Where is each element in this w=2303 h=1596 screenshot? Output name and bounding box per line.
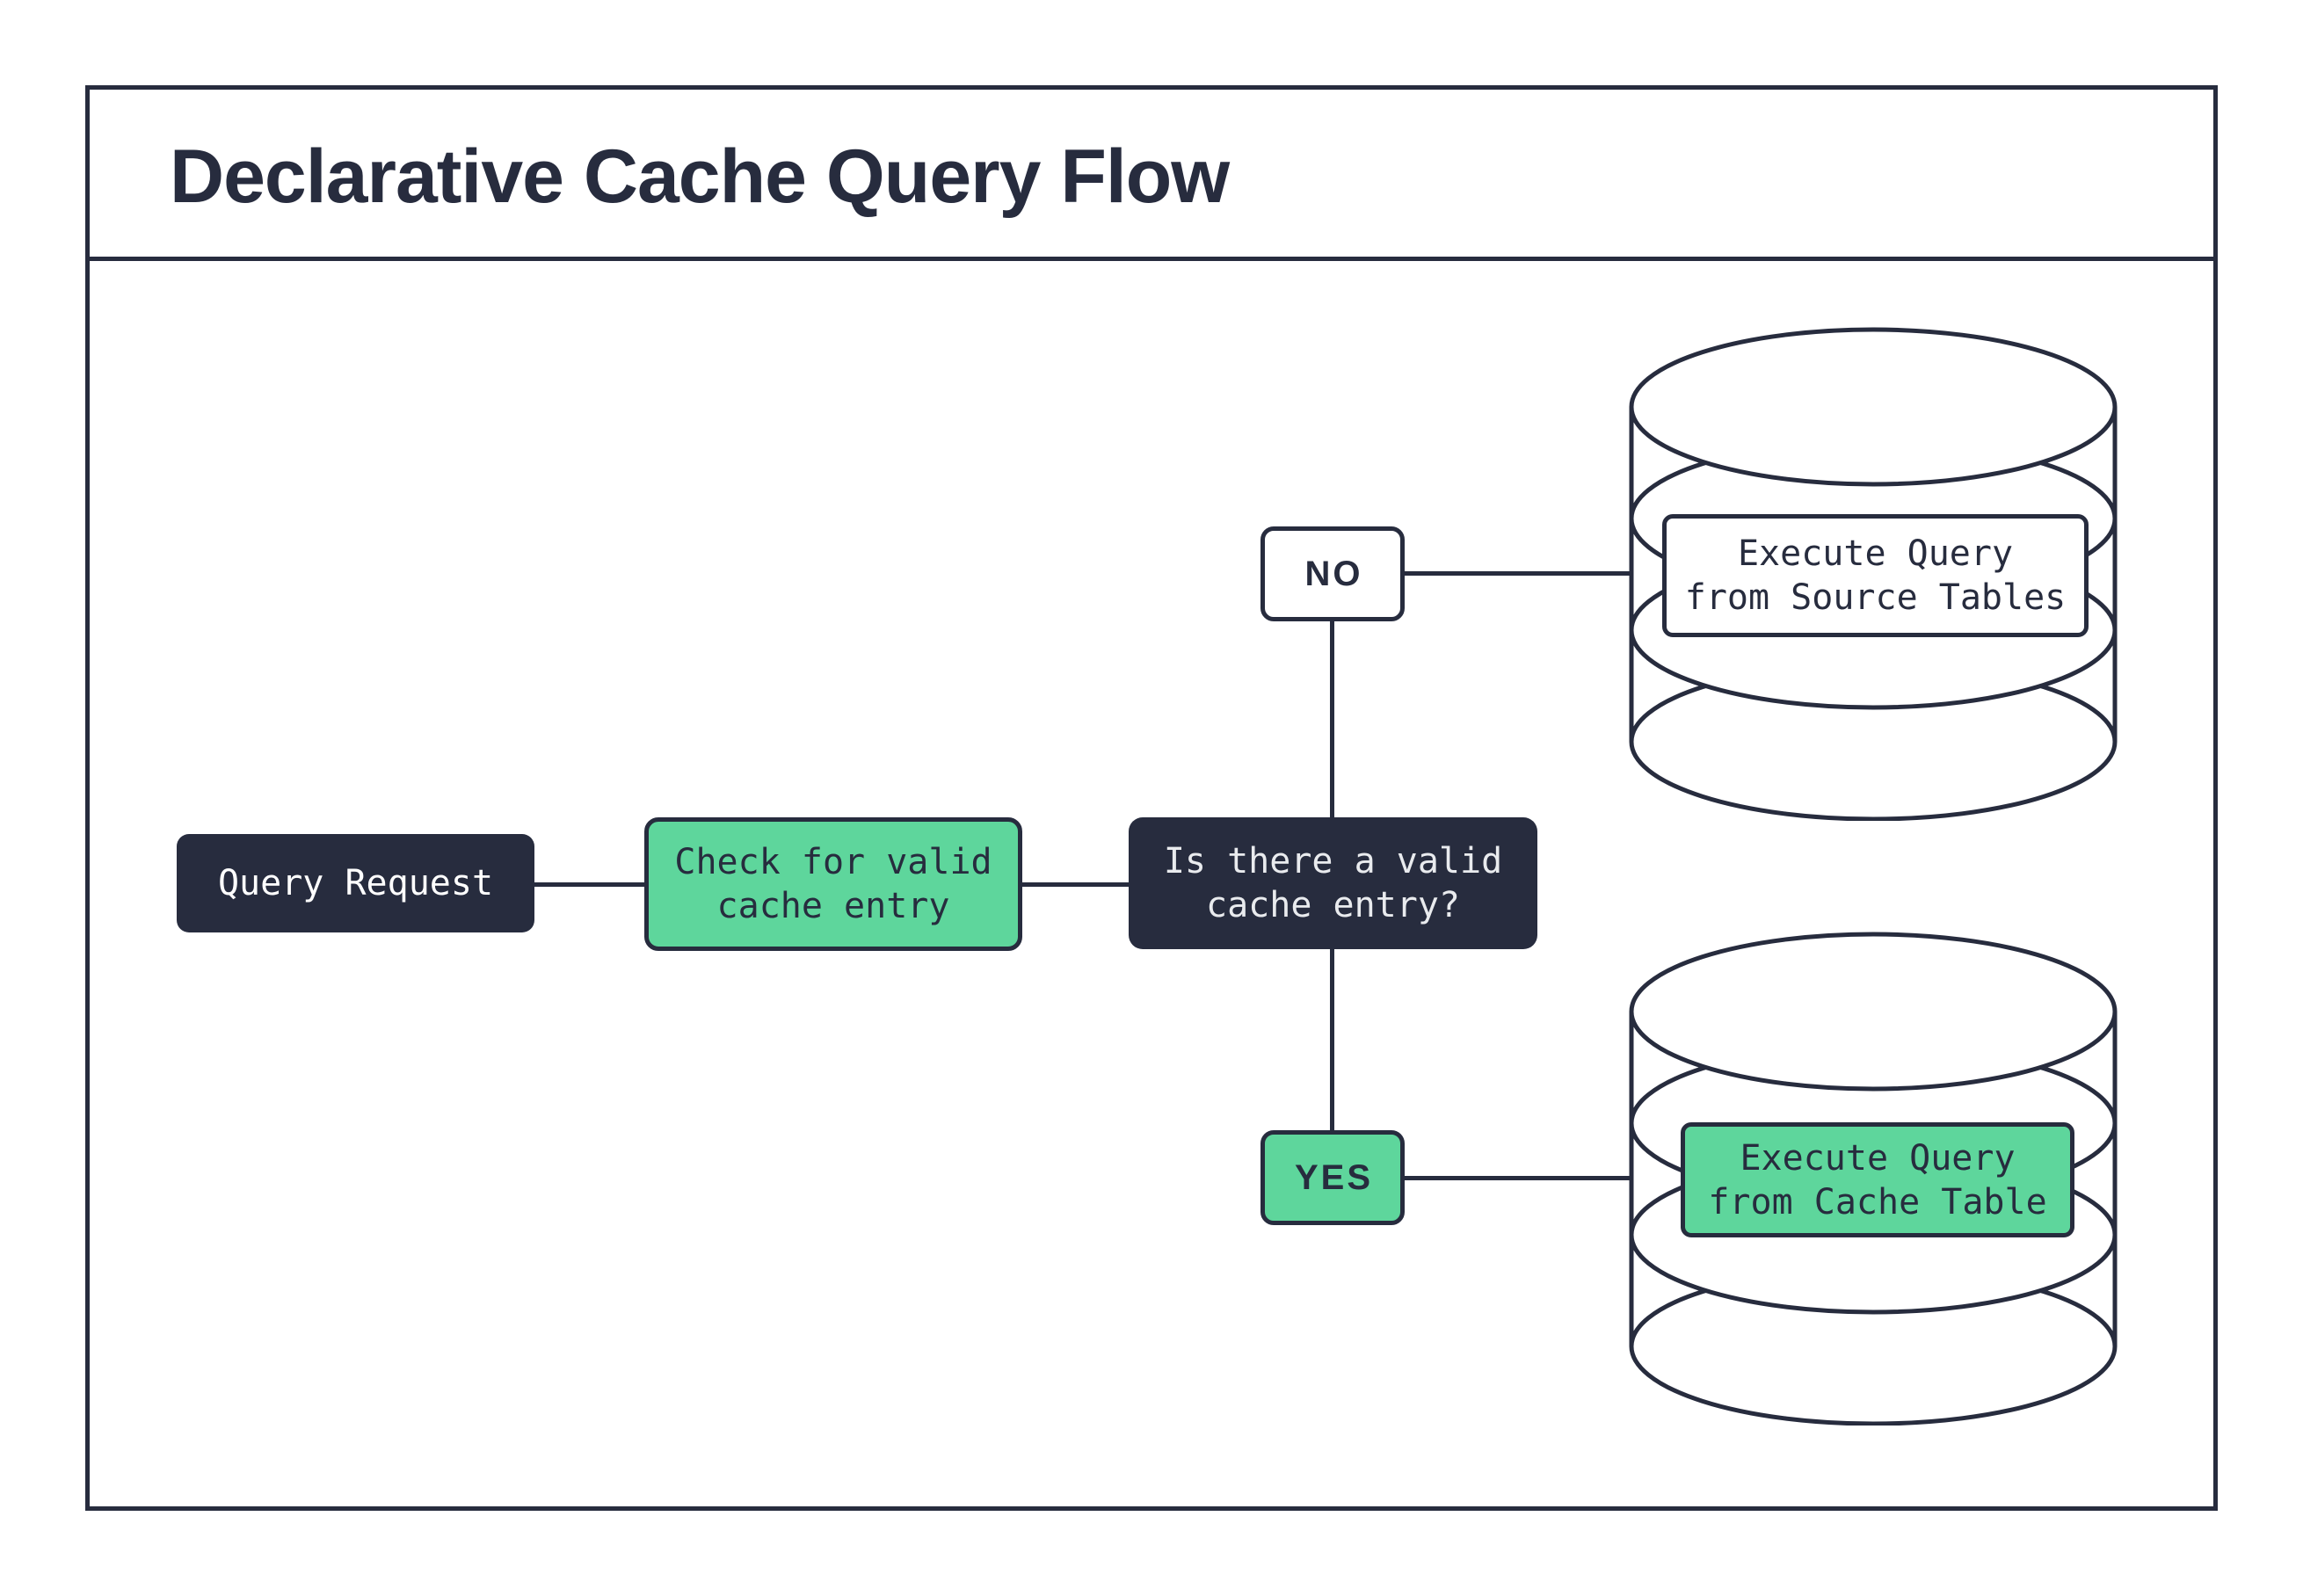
node-decision-valid-cache: Is there a valid cache entry? — [1129, 817, 1537, 949]
header-divider — [85, 257, 2218, 261]
branch-label-no: NO — [1260, 526, 1405, 621]
connector-decision-to-yes — [1330, 949, 1334, 1130]
diagram-frame — [85, 85, 2218, 1511]
node-check-cache: Check for valid cache entry — [644, 817, 1022, 951]
connector-check-to-decision — [1022, 882, 1129, 887]
connector-yes-to-cache-db — [1405, 1176, 1631, 1180]
branch-label-yes: YES — [1260, 1130, 1405, 1225]
node-execute-query-source-tables: Execute Query from Source Tables — [1662, 514, 2089, 637]
node-query-request: Query Request — [177, 834, 534, 932]
page-title: Declarative Cache Query Flow — [170, 134, 1230, 219]
connector-decision-to-no — [1330, 621, 1334, 817]
node-execute-query-cache-table: Execute Query from Cache Table — [1681, 1122, 2074, 1237]
connector-no-to-source-db — [1405, 571, 1631, 576]
connector-query-to-check — [534, 882, 644, 887]
